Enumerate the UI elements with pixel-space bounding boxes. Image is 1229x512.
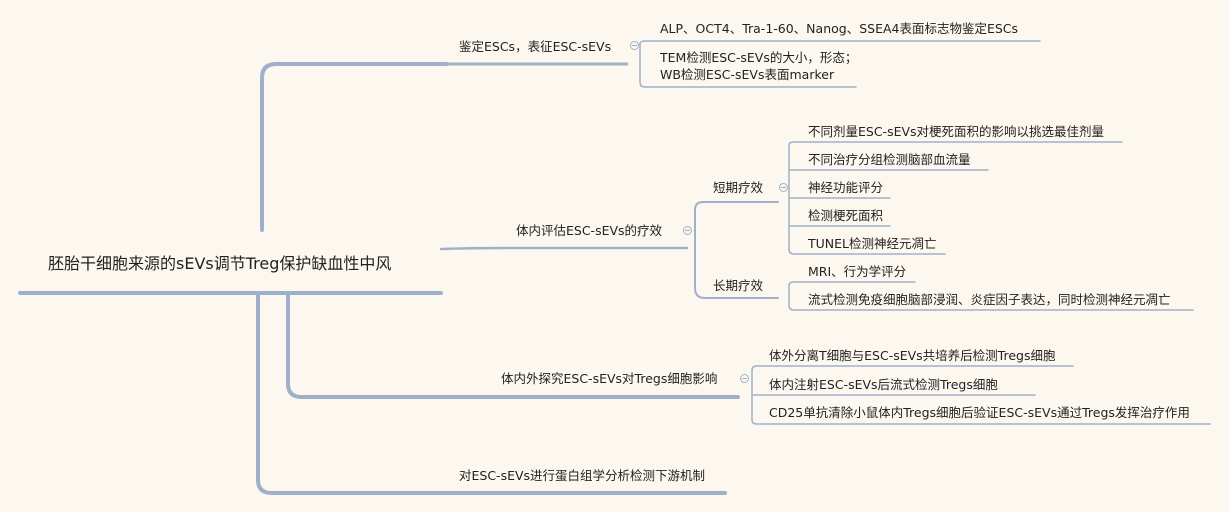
collapse-icon[interactable] [740,374,749,383]
collapse-icon[interactable] [683,226,692,235]
leaf-cd25-depletion[interactable]: CD25单抗清除小鼠体内Tregs细胞后验证ESC-sEVs通过Tregs发挥治… [769,405,1190,420]
branch-treg-effect[interactable]: 体内外探究ESC-sEVs对Tregs细胞影响 [501,371,718,386]
leaf-infarct-area[interactable]: 检测梗死面积 [808,208,884,223]
leaf-dose-infarct[interactable]: 不同剂量ESC-sEVs对梗死面积的影响以挑选最佳剂量 [808,124,1105,139]
leaf-mri-behavior[interactable]: MRI、行为学评分 [808,264,907,279]
leaf-injection[interactable]: 体内注射ESC-sEVs后流式检测Tregs细胞 [769,377,998,392]
trunk-branch-2 [439,246,689,251]
leaf-surface-markers[interactable]: ALP、OCT4、Tra-1-60、Nanog、SSEA4表面标志物鉴定ESCs [660,21,1019,36]
leaf-flow-cytometry[interactable]: 流式检测免疫细胞脑部浸润、炎症因子表达，同时检测神经元凋亡 [808,292,1171,307]
trunk-branch-4 [256,293,727,495]
sub-branch-short-term[interactable]: 短期疗效 [713,180,764,195]
branch-identify-escs[interactable]: 鉴定ESCs，表征ESC-sEVs [459,39,612,54]
leaf-neuro-score[interactable]: 神经功能评分 [808,180,884,195]
leaf-blood-flow[interactable]: 不同治疗分组检测脑部血流量 [808,152,971,167]
collapse-icon[interactable] [630,41,639,50]
branch-proteomics[interactable]: 对ESC-sEVs进行蛋白组学分析检测下游机制 [459,468,706,483]
trunk-branch-3 [286,293,740,399]
sub-branch-long-term[interactable]: 长期疗效 [713,278,764,293]
branch-in-vivo-efficacy[interactable]: 体内评估ESC-sEVs的疗效 [516,223,663,238]
trunk-branch-1 [260,62,449,232]
leaf-wb-marker[interactable]: WB检测ESC-sEVs表面marker [660,67,835,82]
leaf-tunel[interactable]: TUNEL检测神经元凋亡 [808,236,937,251]
root-topic[interactable]: 胚胎干细胞来源的sEVs调节Treg保护缺血性中风 [48,254,392,273]
collapse-icon[interactable] [779,183,788,192]
leaf-tem-size[interactable]: TEM检测ESC-sEVs的大小，形态； [660,50,858,65]
leaf-coculture[interactable]: 体外分离T细胞与ESC-sEVs共培养后检测Tregs细胞 [769,348,1056,363]
